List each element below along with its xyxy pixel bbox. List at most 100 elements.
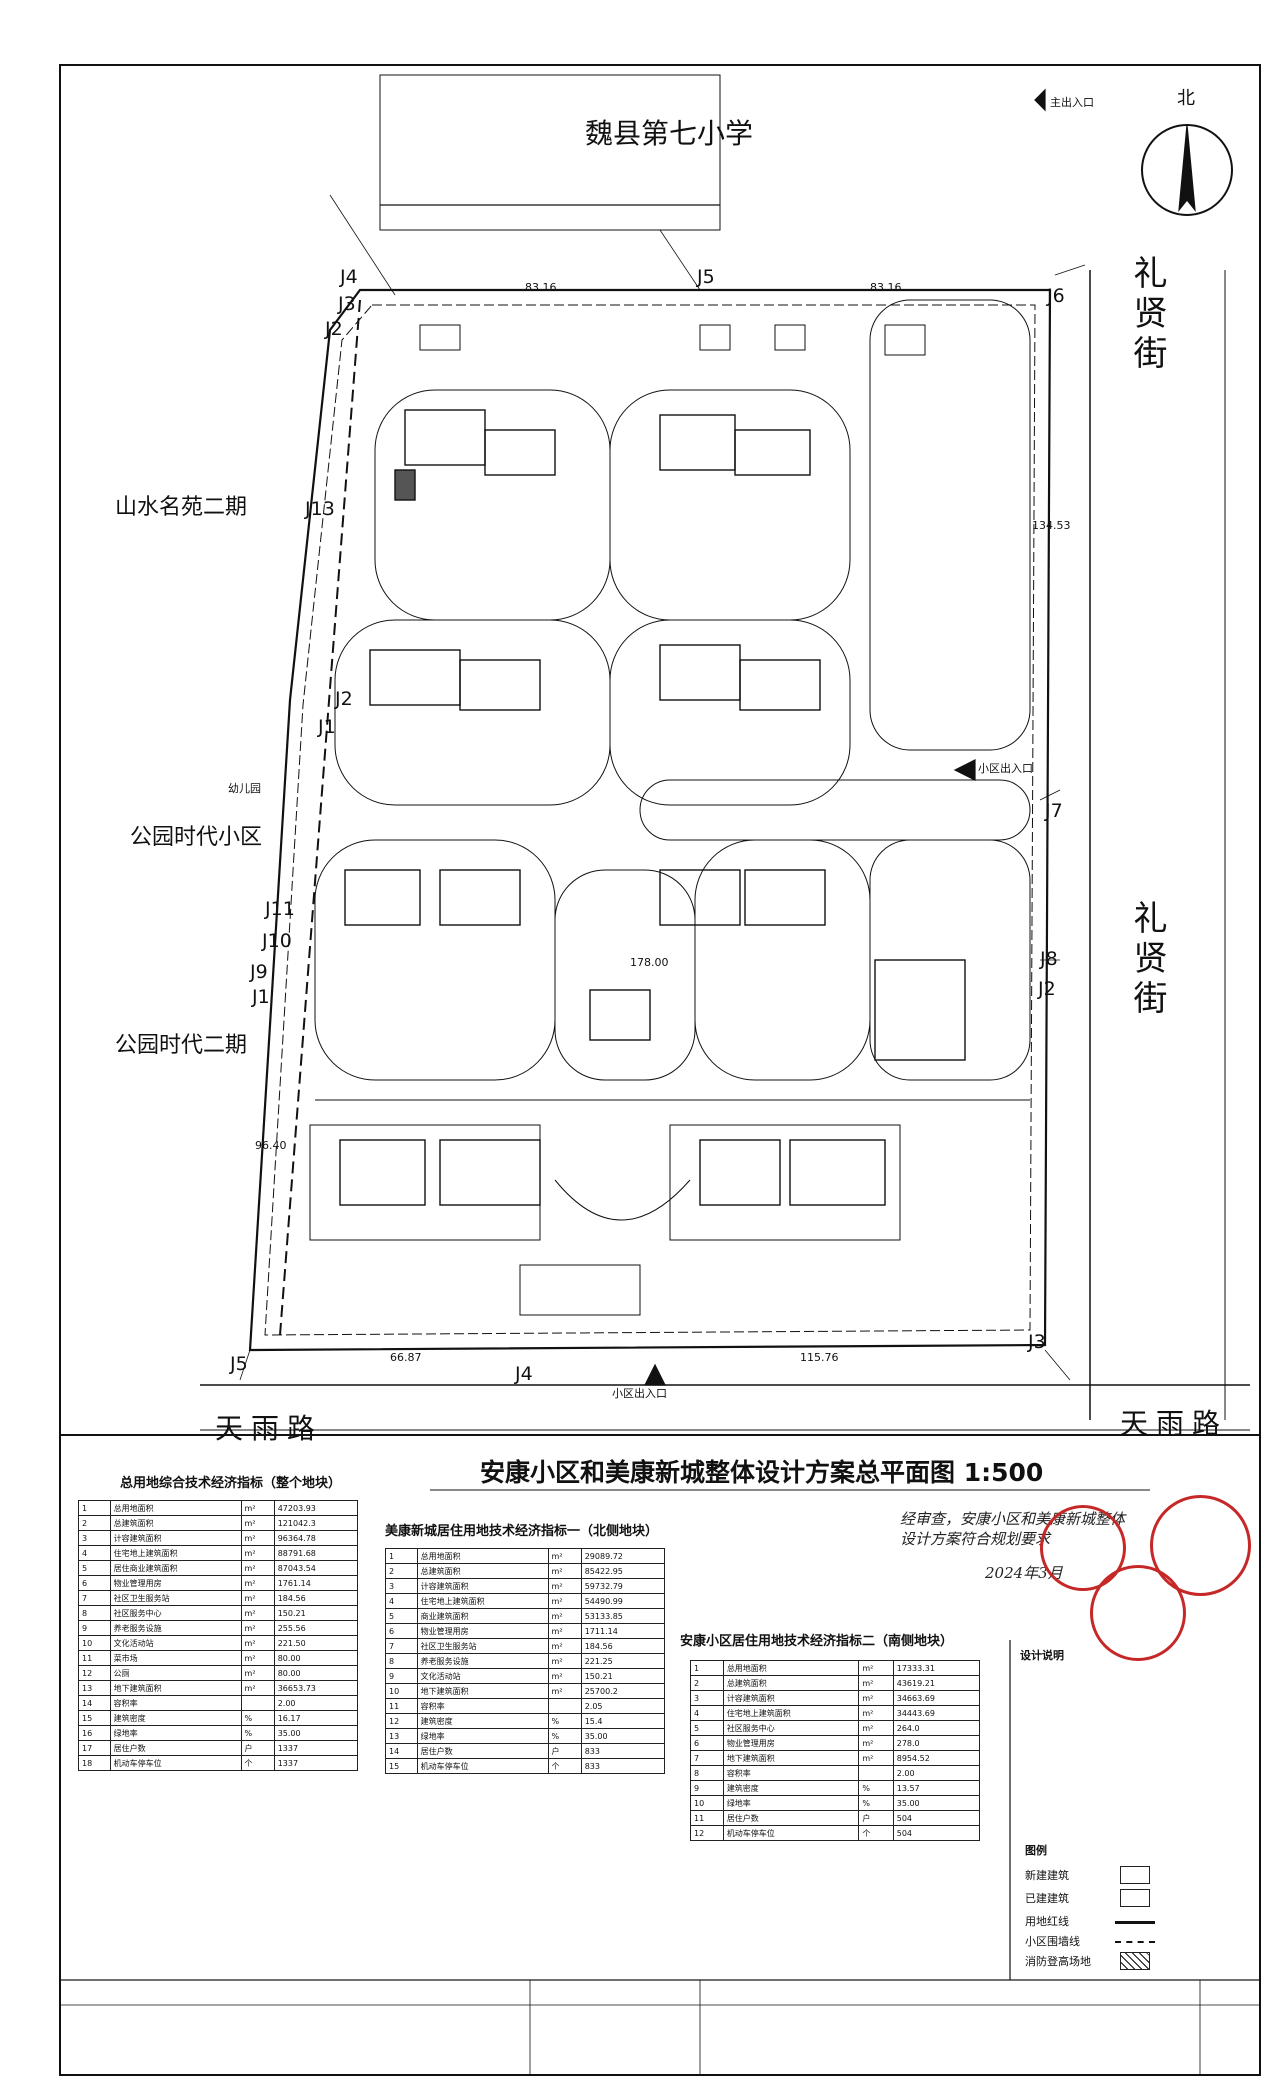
table-cell: m² xyxy=(240,1650,275,1666)
table-cell: 85422.95 xyxy=(580,1563,666,1579)
table-cell: m² xyxy=(858,1735,894,1751)
legend-item-2: 用地红线 xyxy=(1025,1915,1069,1928)
table-cell: 绿地率 xyxy=(109,1725,242,1741)
table-cell: 59732.79 xyxy=(580,1578,666,1594)
table-cell: 2 xyxy=(78,1515,111,1531)
table-cell: 总用地面积 xyxy=(722,1660,860,1676)
table-cell: 53133.85 xyxy=(580,1608,666,1624)
table-cell: 住宅地上建筑面积 xyxy=(109,1545,242,1561)
legend-title: 图例 xyxy=(1025,1844,1047,1857)
table-cell: 住宅地上建筑面积 xyxy=(416,1593,549,1609)
table-cell: 11 xyxy=(690,1810,724,1826)
table-cell: 121042.3 xyxy=(273,1515,359,1531)
point-J9: J9 xyxy=(250,961,268,983)
table-cell: 容积率 xyxy=(722,1765,860,1781)
point-J3: J3 xyxy=(338,293,356,315)
neighbor-gongyuan2: 公园时代二期 xyxy=(115,1033,248,1058)
dim-south-right: 115.76 xyxy=(800,1351,839,1364)
table-cell: 9 xyxy=(690,1780,724,1796)
table-cell: 9 xyxy=(385,1668,418,1684)
legend-fire-area-icon xyxy=(1120,1952,1150,1970)
table-cell: 16.17 xyxy=(273,1710,359,1726)
point-J4a: J4 xyxy=(340,266,358,288)
table-cell: 总用地面积 xyxy=(416,1548,549,1564)
table-cell: 10 xyxy=(78,1635,111,1651)
table-cell: 35.00 xyxy=(273,1725,359,1741)
table-cell: 总建筑面积 xyxy=(109,1515,242,1531)
table-cell: 商业建筑面积 xyxy=(416,1608,549,1624)
table-cell xyxy=(858,1765,894,1781)
table-cell: 总建筑面积 xyxy=(416,1563,549,1579)
table-cell: 1 xyxy=(690,1660,724,1676)
table-cell: 3 xyxy=(78,1530,111,1546)
table-cell: 54490.99 xyxy=(580,1593,666,1609)
table-cell xyxy=(240,1695,275,1711)
legend-item-0: 新建建筑 xyxy=(1025,1869,1069,1882)
north-label: 北 xyxy=(1177,88,1195,109)
legend-item-1: 已建建筑 xyxy=(1025,1892,1069,1905)
table-cell: 15 xyxy=(78,1710,111,1726)
table-cell: 14 xyxy=(78,1695,111,1711)
table-cell: 4 xyxy=(78,1545,111,1561)
table-cell: 1337 xyxy=(273,1740,359,1756)
table-cell: 16 xyxy=(78,1725,111,1741)
table-cell: 5 xyxy=(385,1608,418,1624)
table-cell: 18 xyxy=(78,1755,111,1771)
table-cell: 504 xyxy=(892,1810,981,1826)
point-J7: J7 xyxy=(1045,800,1063,822)
table-cell: 833 xyxy=(580,1758,666,1774)
table-cell: % xyxy=(240,1710,275,1726)
approval-stamp xyxy=(1040,1505,1126,1591)
point-J1b: J1 xyxy=(252,986,270,1008)
table-cell: 1711.14 xyxy=(580,1623,666,1639)
table-cell: m² xyxy=(547,1608,582,1624)
point-J4b: J4 xyxy=(515,1363,533,1385)
table-cell: 184.56 xyxy=(580,1638,666,1654)
table-cell xyxy=(547,1698,582,1714)
table-cell: 184.56 xyxy=(273,1590,359,1606)
table-cell: m² xyxy=(547,1623,582,1639)
table-cell: 10 xyxy=(690,1795,724,1811)
table-cell: 1337 xyxy=(273,1755,359,1771)
table-cell: 社区卫生服务站 xyxy=(109,1590,242,1606)
table-cell: m² xyxy=(858,1750,894,1766)
table-cell: m² xyxy=(547,1548,582,1564)
table-cell: 地下建筑面积 xyxy=(416,1683,549,1699)
legend-wall-icon xyxy=(1115,1941,1155,1943)
table-cell: 88791.68 xyxy=(273,1545,359,1561)
point-J1a: J1 xyxy=(318,716,336,738)
dim-west: 96.40 xyxy=(255,1139,287,1152)
south-entrance-arrow-icon xyxy=(644,1363,666,1386)
table-cell: 6 xyxy=(690,1735,724,1751)
table-cell: 150.21 xyxy=(273,1605,359,1621)
table-cell: m² xyxy=(240,1635,275,1651)
table-cell: 公厕 xyxy=(109,1665,242,1681)
company-stamp xyxy=(1150,1495,1251,1596)
table-cell: 社区服务中心 xyxy=(109,1605,242,1621)
table-cell: 13 xyxy=(385,1728,418,1744)
table-cell: 2 xyxy=(690,1675,724,1691)
table-cell: 6 xyxy=(385,1623,418,1639)
table-cell: m² xyxy=(858,1705,894,1721)
table-cell: 8 xyxy=(690,1765,724,1781)
